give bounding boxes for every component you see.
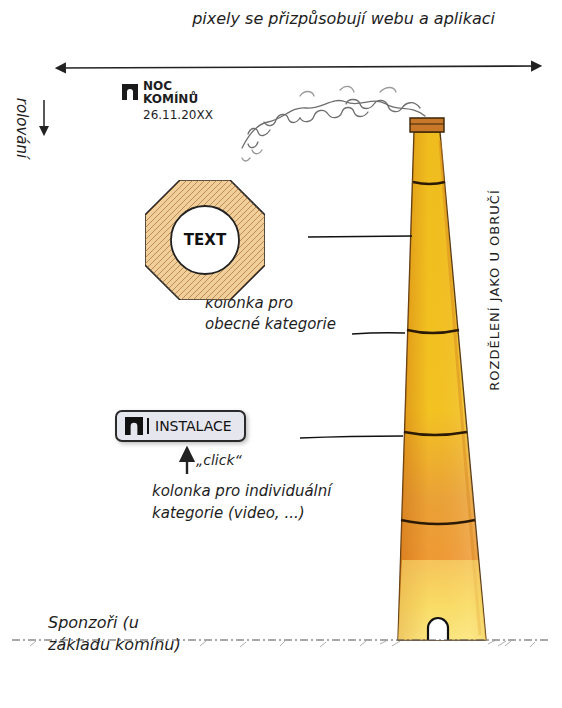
- sketch-path: [248, 114, 300, 147]
- sketch-path: [300, 108, 368, 122]
- sketch-line: [157, 192, 265, 300]
- sketch-line: [145, 180, 169, 204]
- rings-note: ROZDĚLENÍ JAKO U OBRUČÍ: [487, 189, 502, 390]
- logo-icon: [125, 417, 143, 435]
- sketch-path: [401, 520, 475, 524]
- sketch-line: [241, 276, 265, 300]
- button-box: INSTALACE: [115, 410, 246, 442]
- sketch-line: [57, 66, 540, 68]
- sketch-circle: [171, 206, 239, 274]
- sketch-line: [235, 270, 265, 300]
- sketch-line: [151, 186, 265, 300]
- sketch-path: [242, 100, 425, 148]
- sketch-line: [43, 100, 45, 134]
- sketch-path: [428, 618, 448, 640]
- sketch-line: [259, 294, 265, 300]
- sketch-path: [308, 236, 412, 237]
- sketch-line: [229, 264, 265, 300]
- individual-category-note: kolonka pro individuální kategorie (vide…: [152, 480, 384, 524]
- sketch-path: [410, 118, 444, 132]
- sketch-g: [401, 182, 475, 524]
- sketch-line: [145, 180, 175, 210]
- divider: [147, 418, 149, 434]
- sketch-path: [242, 150, 262, 161]
- sketch-line: [410, 124, 444, 125]
- octagon-text-area: TEXT: [145, 180, 265, 300]
- sketch-path: [398, 560, 486, 640]
- sketch-line: [145, 180, 259, 294]
- logo-date: 26.11.20XX: [143, 108, 213, 122]
- sketch-line: [163, 198, 265, 300]
- sketch-path: [404, 432, 467, 435]
- sketch-line: [145, 180, 151, 186]
- sketch-g: [145, 180, 265, 300]
- sketch-path: [380, 640, 506, 646]
- sketch-path: [413, 182, 445, 184]
- sketch-line: [247, 282, 265, 300]
- sketch-path: [300, 86, 396, 96]
- logo-name: NOC KOMÍNŮ: [143, 80, 211, 106]
- sketch-line: [145, 180, 253, 288]
- sketch-polygon: [145, 180, 265, 300]
- sketch-path: [398, 132, 486, 640]
- button-text: INSTALACE: [155, 418, 232, 434]
- octagon-box: TEXT: [145, 180, 265, 300]
- scroll-note: rolování: [13, 98, 31, 158]
- click-note: „click“: [196, 452, 242, 468]
- sketch-line: [145, 180, 241, 276]
- sketch-path: [122, 84, 138, 100]
- sketch-path: [346, 100, 420, 112]
- sketch-path: [407, 330, 459, 333]
- sketch-line: [186, 449, 188, 474]
- sketch-line: [145, 180, 163, 198]
- sketch-path: [398, 132, 486, 640]
- sketch-path: [125, 417, 143, 435]
- sketch-line: [145, 180, 157, 192]
- sponsors-note: Sponzoři (u základu komínu): [48, 612, 188, 656]
- sketch-path: [300, 436, 403, 438]
- octagon-text: TEXT: [184, 231, 226, 249]
- width-note: pixely se přizpůsobují webu a aplikaci: [175, 8, 495, 29]
- sketch-line: [169, 204, 265, 300]
- sketch-path: [352, 333, 405, 334]
- sketch-g: [300, 236, 412, 438]
- sketch-line: [145, 180, 265, 300]
- sketch-line: [253, 288, 265, 300]
- sketch-g: [242, 86, 425, 161]
